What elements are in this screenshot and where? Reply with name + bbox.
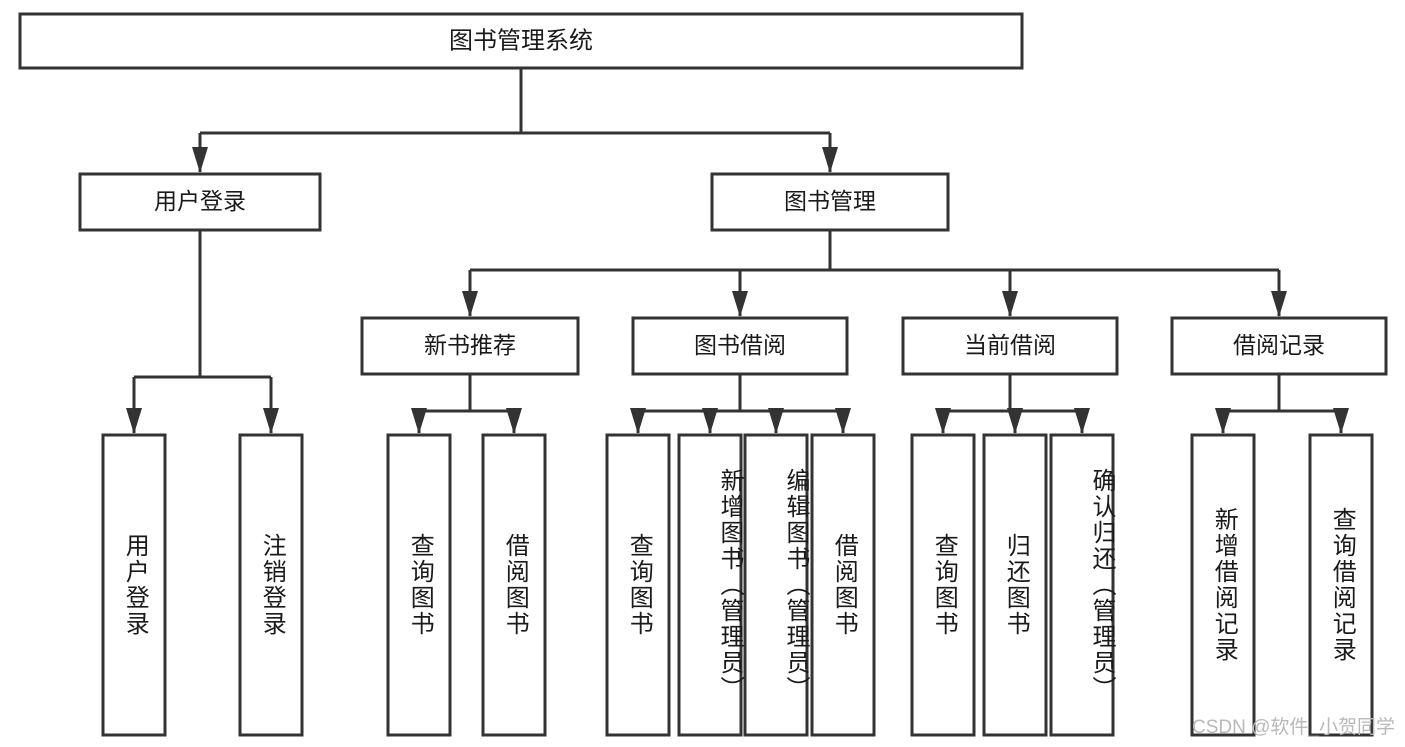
arrow-head [732,291,748,317]
box-layer [18,12,1388,737]
arrow-head [411,408,427,434]
root-box[interactable] [18,12,1024,70]
arrow-head [462,291,478,317]
arrow-head [935,408,951,434]
arrow-head [702,408,718,434]
leaf-box-6[interactable] [743,433,809,737]
arrow-head [835,408,851,434]
arrow-head [630,408,646,434]
arrow-head [126,408,142,434]
leaf-box-7[interactable] [810,433,876,737]
arrow-head [1333,408,1349,434]
arrow-head [1002,291,1018,317]
leaf-box-10[interactable] [1049,433,1115,737]
arrow-head [263,408,279,434]
arrow-head [768,408,784,434]
arrow-head [192,147,208,173]
leaf-box-9[interactable] [982,433,1048,737]
leaf-box-11[interactable] [1190,433,1256,737]
leaf-box-2[interactable] [386,433,452,737]
level3-label-0: 新书推荐 [424,332,516,358]
arrow-head [1215,408,1231,434]
connector-layer [126,68,1349,434]
leaf-box-1[interactable] [238,433,304,737]
level2-label-1: 图书管理 [784,188,876,214]
level3-box-1[interactable] [631,316,849,376]
arrow-head [1271,291,1287,317]
level2-label-0: 用户登录 [154,188,246,214]
arrow-head [1074,408,1090,434]
watermark: CSDN @软件_小贺同学 [1192,717,1395,738]
level3-box-0[interactable] [360,316,580,376]
leaf-box-12[interactable] [1308,433,1374,737]
level2-box-0[interactable] [78,172,322,232]
arrow-head [822,147,838,173]
level3-box-3[interactable] [1170,316,1388,376]
leaf-box-5[interactable] [677,433,743,737]
root-label: 图书管理系统 [449,27,593,54]
leaf-box-3[interactable] [481,433,547,737]
level3-label-1: 图书借阅 [694,332,786,358]
leaf-box-8[interactable] [910,433,976,737]
leaf-box-0[interactable] [101,433,167,737]
level2-box-1[interactable] [710,172,950,232]
level3-box-2[interactable] [901,316,1119,376]
arrow-head [1007,408,1023,434]
leaf-box-4[interactable] [605,433,671,737]
level3-label-2: 当前借阅 [964,332,1056,358]
level3-label-3: 借阅记录 [1233,332,1325,358]
arrow-head [506,408,522,434]
